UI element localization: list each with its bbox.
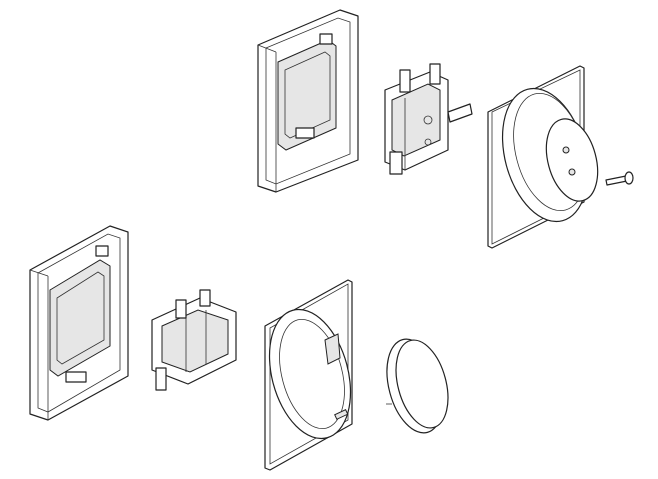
switch-mechanism: [151, 289, 237, 391]
mounting-box-top: [257, 9, 359, 193]
mounting-box-bottom: [29, 225, 129, 421]
cover-plate-socket: [487, 65, 599, 249]
socket-mechanism: [384, 63, 473, 175]
cover-plate-round-opening: [264, 279, 353, 471]
round-cap: [386, 338, 449, 434]
screw: [605, 171, 634, 186]
